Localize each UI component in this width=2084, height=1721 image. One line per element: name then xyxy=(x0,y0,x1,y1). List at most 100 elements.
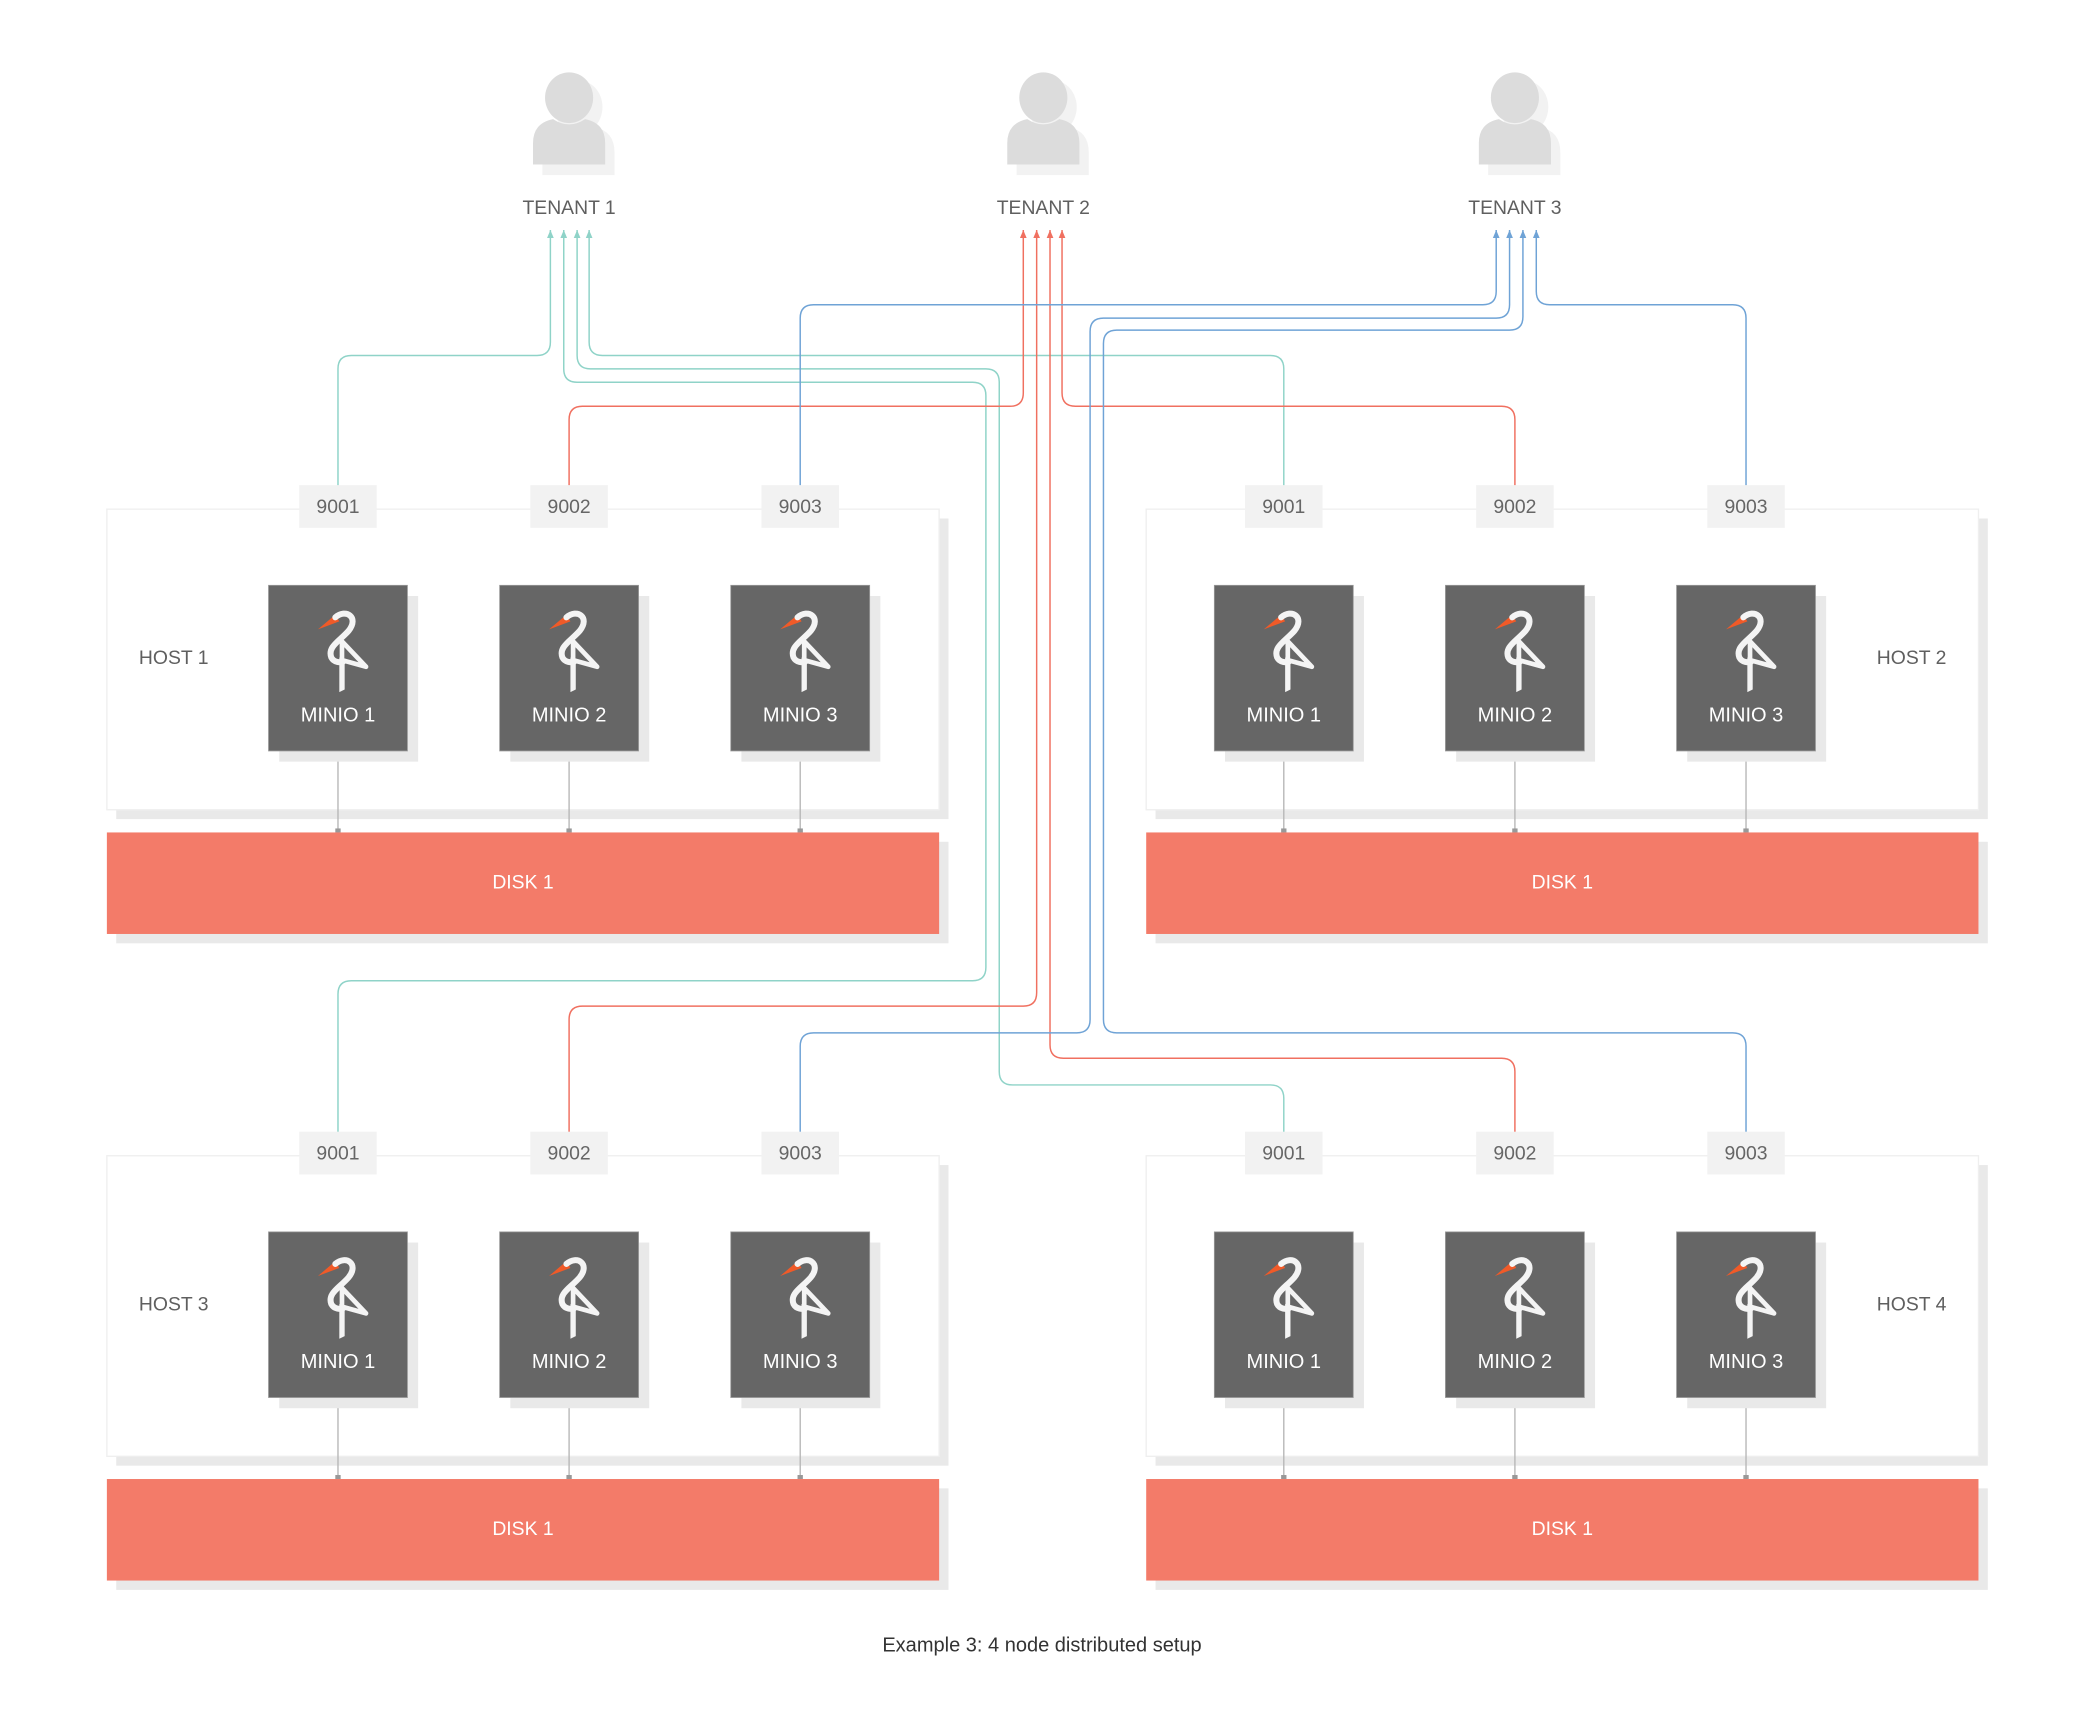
arrow-up-icon xyxy=(585,229,593,238)
minio-logo-icon xyxy=(1263,610,1315,693)
port-label: 9001 xyxy=(1245,485,1323,528)
port-number: 9003 xyxy=(1724,1143,1767,1165)
minio-logo-icon xyxy=(317,610,369,693)
tenants: TENANT 1 TENANT 2 TENANT 3 xyxy=(522,72,1562,219)
port-label: 9003 xyxy=(761,1131,839,1175)
minio-node[interactable]: MINIO 3 xyxy=(730,1231,881,1409)
port-label: 9001 xyxy=(299,485,377,528)
minio-node[interactable]: MINIO 1 xyxy=(268,1231,419,1409)
port-number: 9002 xyxy=(1493,496,1536,518)
port-number: 9002 xyxy=(548,496,591,518)
port-label: 9002 xyxy=(530,1131,608,1175)
disk: DISK 1 xyxy=(106,1479,949,1590)
disk-label: DISK 1 xyxy=(492,872,553,894)
port-number: 9003 xyxy=(1724,496,1767,518)
minio-logo-icon xyxy=(780,1257,831,1339)
port-number: 9002 xyxy=(1493,1143,1536,1165)
minio-logo-icon xyxy=(1494,610,1546,693)
minio-node[interactable]: MINIO 2 xyxy=(499,1231,650,1409)
tenant-label: TENANT 1 xyxy=(522,197,615,219)
minio-node-label: MINIO 3 xyxy=(1709,1351,1784,1373)
port-number: 9001 xyxy=(1262,496,1305,518)
tenant-3: TENANT 3 xyxy=(1468,72,1562,219)
minio-logo-icon xyxy=(1725,1257,1777,1339)
tenant-label: TENANT 3 xyxy=(1468,197,1561,219)
minio-node[interactable]: MINIO 1 xyxy=(1213,1231,1364,1409)
arrow-up-icon xyxy=(1046,229,1054,238)
minio-node-label: MINIO 3 xyxy=(1709,705,1784,727)
arrow-up-icon xyxy=(1492,229,1500,238)
disk: DISK 1 xyxy=(1146,832,1988,944)
minio-node[interactable]: MINIO 2 xyxy=(1445,584,1596,762)
tenant-label: TENANT 2 xyxy=(997,197,1090,219)
minio-logo-icon xyxy=(1494,1257,1546,1339)
disk: DISK 1 xyxy=(106,832,949,944)
disk: DISK 1 xyxy=(1146,1479,1988,1590)
minio-node[interactable]: MINIO 1 xyxy=(268,584,419,762)
port-label: 9001 xyxy=(1245,1131,1323,1175)
user-icon xyxy=(1478,72,1561,176)
minio-node-label: MINIO 1 xyxy=(301,1351,376,1373)
minio-node[interactable]: MINIO 1 xyxy=(1213,584,1364,762)
minio-node[interactable]: MINIO 3 xyxy=(1676,1231,1827,1409)
arrow-up-icon xyxy=(1532,229,1540,238)
port-label: 9002 xyxy=(1476,1131,1554,1175)
arrow-up-icon xyxy=(560,229,568,238)
arrow-up-icon xyxy=(1506,229,1513,238)
arrow-up-icon xyxy=(573,229,581,238)
minio-node[interactable]: MINIO 3 xyxy=(730,584,881,762)
tenant-2: TENANT 2 xyxy=(997,72,1090,219)
minio-node[interactable]: MINIO 2 xyxy=(499,584,650,762)
minio-node-label: MINIO 2 xyxy=(532,1351,607,1373)
disk-label: DISK 1 xyxy=(1532,1518,1593,1540)
disk-label: DISK 1 xyxy=(1532,872,1593,894)
minio-node-label: MINIO 1 xyxy=(301,705,376,727)
port-number: 9001 xyxy=(316,1143,359,1165)
arrow-up-icon xyxy=(1033,229,1040,238)
minio-logo-icon xyxy=(780,610,831,693)
host-label: HOST 4 xyxy=(1877,1294,1947,1316)
minio-logo-icon xyxy=(1263,1257,1315,1339)
port-number: 9003 xyxy=(779,1143,822,1165)
minio-logo-icon xyxy=(549,610,600,693)
port-label: 9002 xyxy=(530,485,608,528)
port-label: 9003 xyxy=(1707,485,1785,528)
port-label: 9001 xyxy=(299,1131,377,1175)
minio-node-label: MINIO 3 xyxy=(763,1351,838,1373)
diagram-caption: Example 3: 4 node distributed setup xyxy=(882,1634,1201,1656)
arrow-up-icon xyxy=(1058,229,1066,238)
port-number: 9001 xyxy=(1262,1143,1305,1165)
host-label: HOST 3 xyxy=(139,1294,209,1316)
arrow-up-icon xyxy=(1519,229,1527,238)
host-label: HOST 1 xyxy=(139,647,209,669)
minio-logo-icon xyxy=(1725,610,1777,693)
minio-node-label: MINIO 3 xyxy=(763,705,838,727)
port-number: 9001 xyxy=(316,496,359,518)
minio-node-label: MINIO 2 xyxy=(1478,705,1553,727)
port-label: 9003 xyxy=(761,485,839,528)
user-icon xyxy=(533,72,615,176)
port-label: 9003 xyxy=(1707,1131,1785,1175)
disk-label: DISK 1 xyxy=(492,1518,553,1540)
minio-node[interactable]: MINIO 3 xyxy=(1676,584,1827,762)
host-label: HOST 2 xyxy=(1877,647,1947,669)
user-icon xyxy=(1007,72,1089,176)
connection-lines xyxy=(334,229,1750,1232)
tenant-1: TENANT 1 xyxy=(522,72,616,219)
arrow-up-icon xyxy=(547,229,554,238)
minio-node-label: MINIO 1 xyxy=(1247,1351,1322,1373)
minio-node-label: MINIO 2 xyxy=(532,705,607,727)
minio-node[interactable]: MINIO 2 xyxy=(1445,1231,1596,1409)
port-label: 9002 xyxy=(1476,485,1554,528)
minio-node-label: MINIO 1 xyxy=(1247,705,1322,727)
minio-node-label: MINIO 2 xyxy=(1478,1351,1553,1373)
port-number: 9003 xyxy=(779,496,822,518)
port-number: 9002 xyxy=(548,1143,591,1165)
arrow-up-icon xyxy=(1019,229,1027,238)
